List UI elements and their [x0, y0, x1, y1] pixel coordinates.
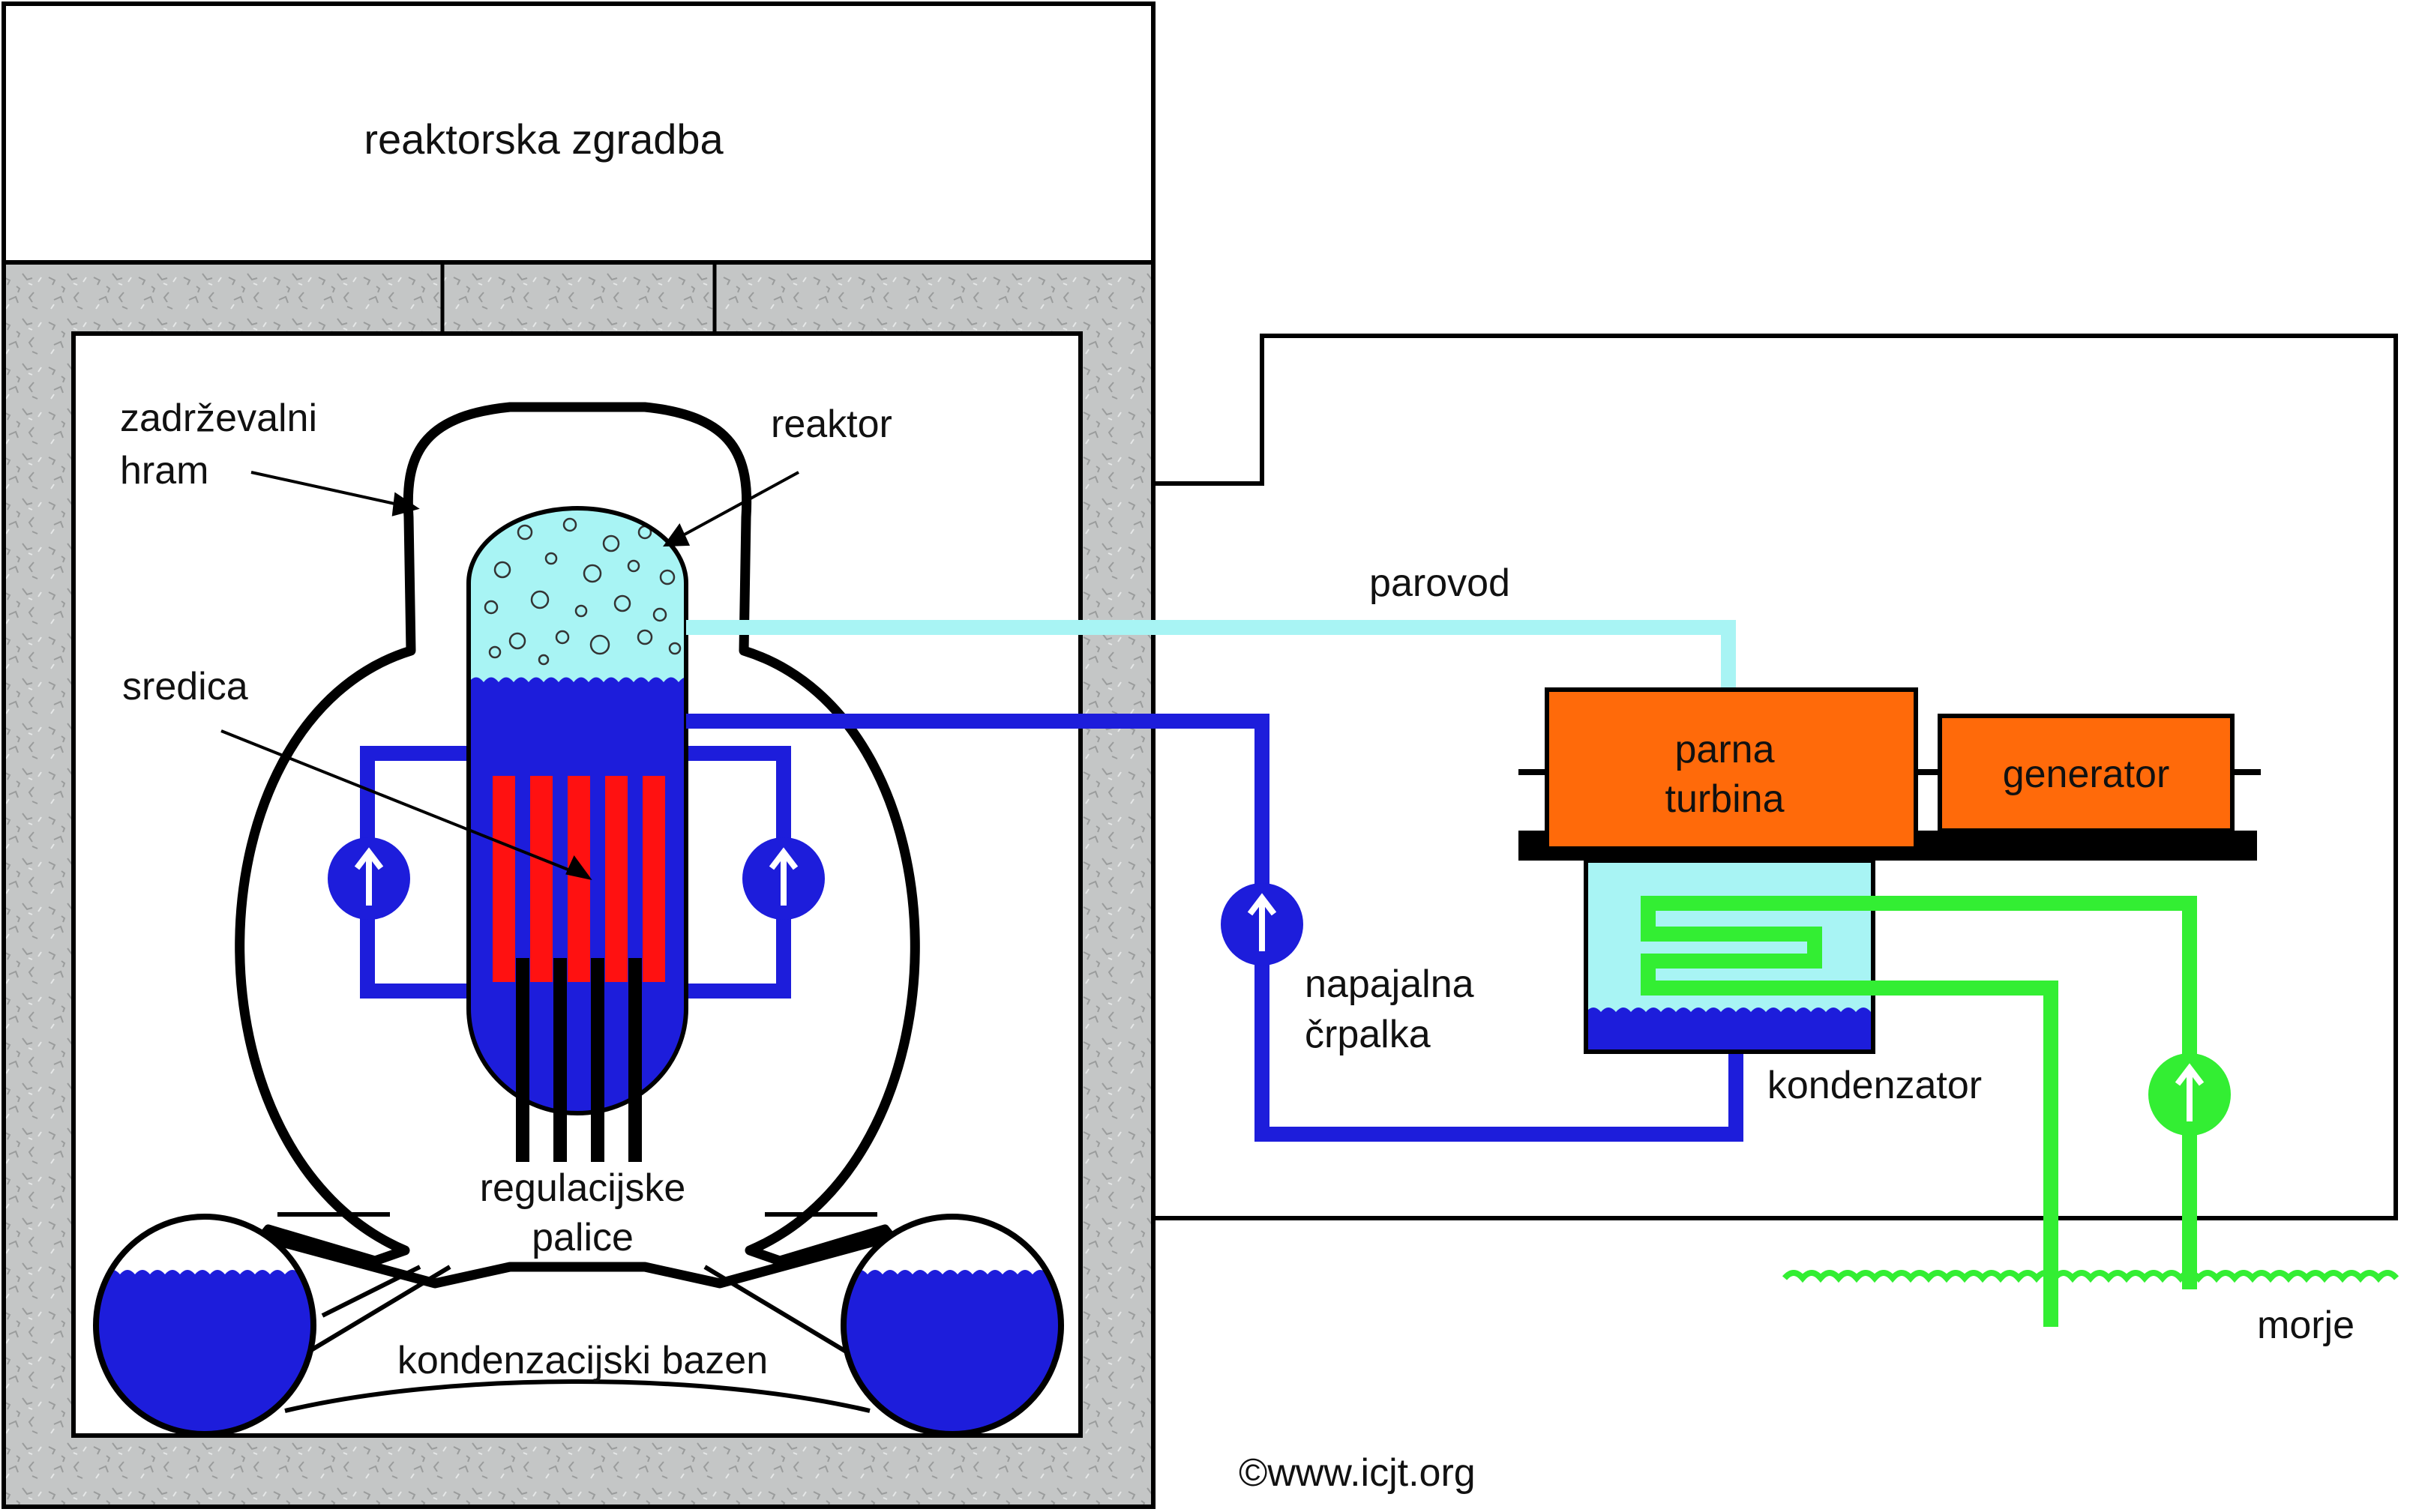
reactor-core	[493, 776, 665, 1162]
turbine-label-line1: parna	[1675, 728, 1775, 771]
control-rod	[591, 958, 604, 1162]
fuel-assembly	[605, 776, 628, 982]
turbine-generator-set	[1518, 687, 2261, 861]
control-rod	[553, 958, 567, 1162]
reactor-building-roof	[1, 1, 1156, 265]
condenser-label: kondenzator	[1767, 1064, 1982, 1107]
core-label: sredica	[122, 665, 248, 708]
pool-connectors	[277, 1212, 877, 1413]
containment-label-line1: zadrževalni	[120, 397, 317, 440]
sea-label: morje	[2257, 1304, 2355, 1347]
control-rods-label-line2: palice	[532, 1216, 634, 1259]
generator-label: generator	[2003, 753, 2170, 796]
feed-pump-label-line1: napajalna	[1305, 963, 1474, 1006]
steam-bubble-icon	[484, 517, 682, 666]
sea-wave-icon	[1782, 1270, 2400, 1283]
feed-pump-label-line2: črpalka	[1305, 1013, 1431, 1056]
pump-arrow-icon	[1221, 883, 1303, 966]
generator-box	[1938, 714, 2235, 833]
steam-line-label: parovod	[1369, 561, 1510, 605]
condensation-pool-left	[93, 1214, 316, 1437]
control-rod	[628, 958, 642, 1162]
pump-arrow-icon	[2148, 1053, 2231, 1136]
condenser-wave-icon	[1586, 1008, 1873, 1019]
reactor-building-label: reaktorska zgradba	[364, 115, 724, 163]
control-rod	[516, 958, 529, 1162]
steam-water-wave-icon	[469, 677, 686, 690]
reactor-label: reaktor	[771, 403, 892, 446]
feedwater-line	[686, 714, 1743, 1142]
containment-label-line2: hram	[120, 449, 208, 493]
fuel-assembly	[493, 776, 515, 982]
copyright-label: ©www.icjt.org	[1239, 1451, 1476, 1495]
cooling-water-circuit	[1641, 896, 2197, 1327]
fuel-assembly	[568, 776, 590, 982]
control-rods-label-line1: regulacijske	[480, 1166, 686, 1210]
steam-line	[686, 620, 1736, 693]
steam-turbine	[1545, 687, 1918, 851]
labels: zadrževalni hram reaktor sredica regulac…	[120, 397, 2355, 1495]
condensation-pool-right	[841, 1214, 1064, 1437]
pump-arrow-icon	[328, 837, 410, 920]
fuel-assembly	[530, 776, 553, 982]
leader-arrows	[220, 471, 799, 881]
turbine-label-line2: turbina	[1665, 777, 1785, 821]
fuel-assembly	[643, 776, 665, 982]
condensation-pool-label: kondenzacijski bazen	[397, 1339, 768, 1382]
pump-arrow-icon	[742, 837, 825, 920]
